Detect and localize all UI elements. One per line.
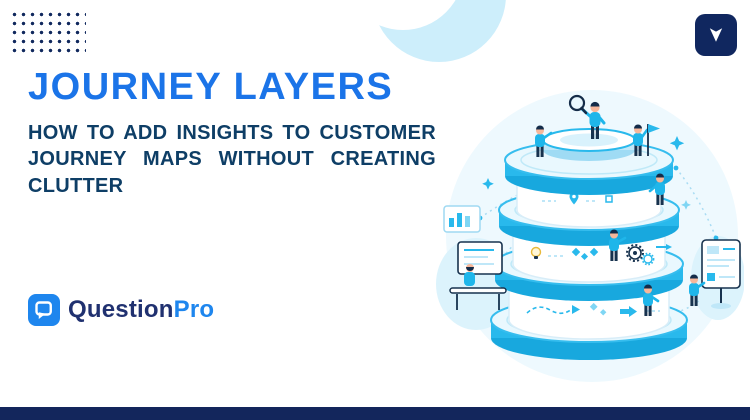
questionpro-logo: QuestionPro	[28, 294, 214, 326]
kiosk-board	[689, 239, 741, 309]
person-top-magnifier	[568, 94, 606, 139]
questionpro-app-badge	[695, 14, 737, 56]
chart-card	[443, 205, 481, 233]
desk-workstation	[443, 205, 507, 310]
layer-top-podium	[542, 128, 636, 161]
sparkle-stars	[482, 136, 691, 210]
checkbox-doodle	[605, 195, 613, 203]
arrow-icon	[620, 306, 637, 317]
person-layer1-left	[535, 125, 553, 157]
small-arrow-icon	[656, 244, 672, 250]
monitor-card	[457, 241, 503, 275]
logo-wordmark: QuestionPro	[68, 296, 214, 324]
flag-icon	[647, 124, 660, 156]
dot-pattern-decoration	[10, 10, 86, 56]
magnifier-icon	[568, 94, 588, 115]
journey-layers-illustration	[424, 48, 745, 386]
logo-text-question: Question	[68, 296, 174, 323]
dashed-arrow	[526, 305, 580, 315]
person-layer1-right-flag	[633, 124, 660, 156]
person-layer3-center	[609, 229, 627, 261]
page-title: JOURNEY LAYERS	[28, 66, 394, 108]
person-layer2-right	[648, 173, 665, 205]
desk-top	[449, 287, 507, 294]
questionpro-mark-icon	[28, 294, 60, 326]
bottom-accent-bar	[0, 407, 750, 420]
questionpro-arrow-icon	[709, 28, 723, 42]
gear-icon	[626, 244, 655, 266]
person-bottom-right	[643, 284, 660, 316]
person-at-desk	[464, 264, 475, 286]
logo-text-pro: Pro	[173, 296, 215, 323]
page-subtitle: HOW TO ADD INSIGHTS TO CUSTOMER JOURNEY …	[28, 122, 436, 197]
pin-icon	[569, 192, 579, 205]
person-at-kiosk	[689, 274, 706, 306]
lightbulb-icon	[530, 246, 542, 259]
